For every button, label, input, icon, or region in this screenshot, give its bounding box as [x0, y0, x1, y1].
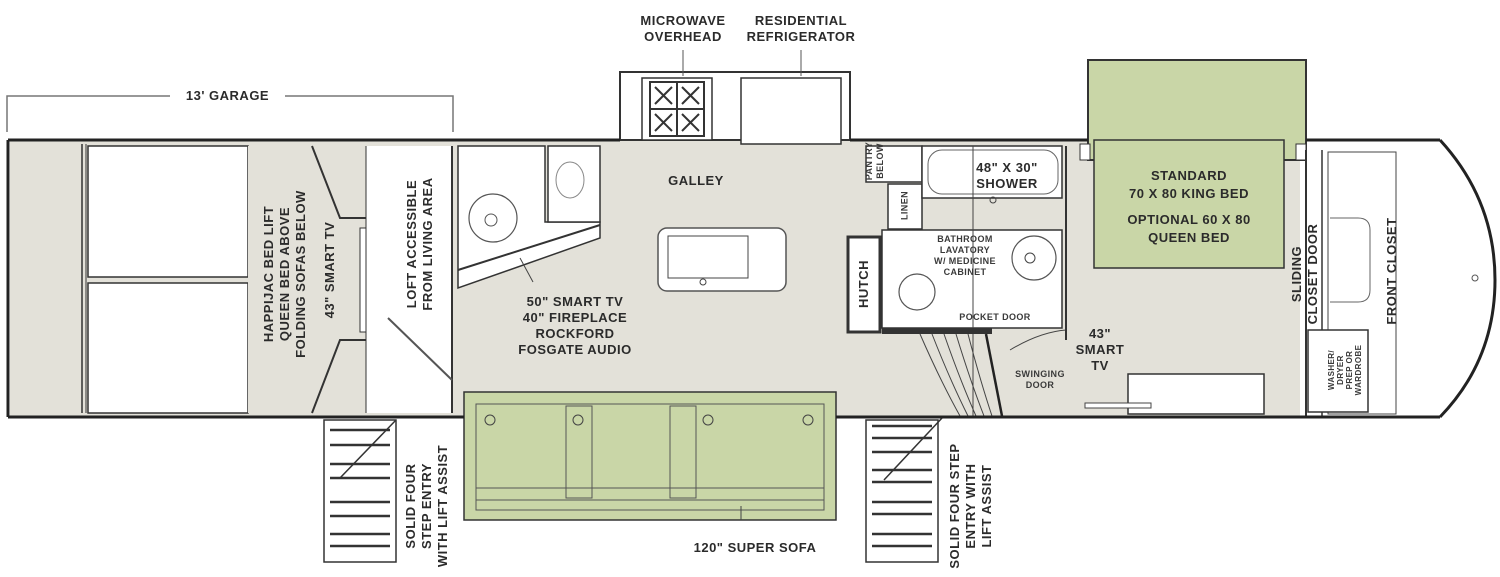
shower-label: 48" X 30"SHOWER — [976, 160, 1038, 191]
stove-burners — [649, 81, 705, 137]
linen-label: LINEN — [899, 191, 910, 220]
front-closet-label: FRONT CLOSET — [1384, 217, 1399, 325]
garage-dimension-label: 13' GARAGE — [185, 88, 270, 103]
hutch-label: HUTCH — [856, 260, 871, 308]
pocket-door-label: POCKET DOOR — [959, 312, 1031, 322]
rear-entry-steps — [323, 419, 397, 563]
super-sofa-label: 120" SUPER SOFA — [693, 540, 817, 555]
front-entry-steps — [865, 417, 943, 563]
exterior-walls — [6, 138, 1497, 419]
garage-tv-label: 43" SMART TV — [322, 221, 337, 319]
garage-dimension-line — [6, 95, 454, 132]
galley-label: GALLEY — [668, 173, 724, 188]
